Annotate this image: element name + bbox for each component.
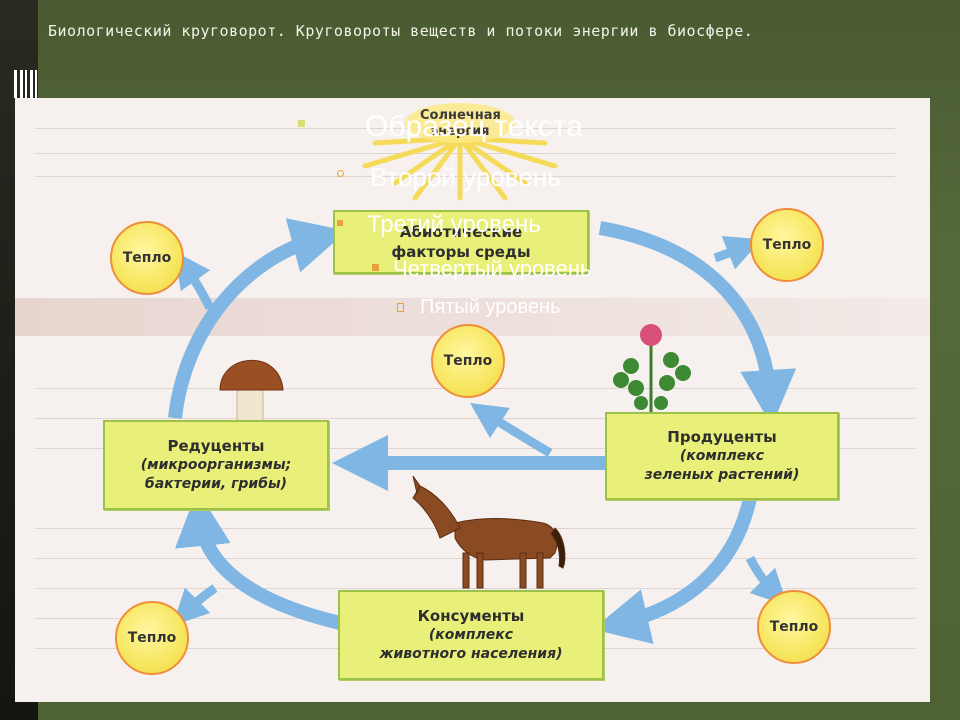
consumers-desc-line2: животного населения) [379, 646, 563, 662]
heat-circle-top-left: Тепло [110, 221, 184, 295]
consumers-box: Консументы (комплекс животного населения… [338, 590, 604, 680]
level2-bullet-icon [337, 170, 344, 177]
background-line [35, 448, 915, 449]
placeholder-level5: Пятый уровень [420, 296, 561, 318]
cycle-diagram [168, 103, 797, 644]
abiotic-line1: Абиотические [399, 223, 523, 241]
abiotic-line2: факторы среды [391, 243, 531, 261]
heat-circle-bottom-left: Тепло [115, 601, 189, 675]
producers-desc-line1: (комплекс [679, 448, 765, 464]
arrow-to-heat-top-left [174, 251, 215, 311]
arrow-to-heat-bottom-right [745, 555, 788, 606]
heat-circle-center: Тепло [431, 324, 505, 398]
producers-box: Продуценты (комплекс зеленых растений) [605, 412, 839, 500]
background-line [35, 153, 895, 154]
sun-energy-label: Солнечная энергия [420, 108, 501, 140]
abiotic-factors-box: Абиотические факторы среды [333, 210, 589, 274]
consumers-desc-line1: (комплекс [428, 627, 514, 643]
placeholder-level4: Четвертый уровень [393, 256, 592, 281]
reducers-title: Редуценты [167, 437, 265, 455]
heat-circle-bottom-right: Тепло [757, 590, 831, 664]
background-line [35, 558, 915, 559]
arrow-reducers-to-abiotic [168, 218, 348, 419]
level5-bullet-icon [397, 303, 404, 312]
arrow-abiotic-to-producers [598, 221, 797, 426]
sun-label-line1: Солнечная [420, 108, 501, 123]
mushroom-icon [219, 359, 284, 427]
reducers-desc-line2: бактерии, грибы) [144, 476, 288, 492]
producers-desc-line2: зеленых растений) [644, 467, 800, 483]
producers-title: Продуценты [667, 428, 777, 446]
level1-bullet-icon [298, 120, 305, 127]
background-line [35, 176, 895, 177]
placeholder-level2: Второй уровень [370, 162, 561, 192]
level3-bullet-icon [337, 220, 343, 226]
heat-circle-top-right: Тепло [750, 208, 824, 282]
reducers-desc-line1: (микроорганизмы; [140, 457, 292, 473]
decorative-lines-icon [14, 70, 40, 98]
cycle-arrows [168, 218, 797, 644]
arrow-consumers-to-reducers [174, 490, 342, 630]
arrow-to-heat-top-right [713, 235, 762, 270]
consumers-title: Консументы [417, 607, 525, 625]
placeholder-level1: Образец текста [365, 110, 583, 143]
sun-label-line2: энергия [430, 124, 490, 139]
arrow-to-heat-center [470, 403, 553, 457]
slide-title: Биологический круговорот. Круговороты ве… [48, 22, 754, 40]
sun-icon [362, 103, 558, 201]
level4-bullet-icon [372, 264, 379, 271]
arrow-to-heat-bottom-left [172, 584, 218, 626]
arrow-producers-to-consumers [592, 496, 757, 644]
placeholder-level3: Третий уровень [367, 211, 541, 238]
horse-icon [412, 475, 566, 589]
background-line [35, 588, 915, 589]
diagram-canvas: Солнечная энергия Абиотические факторы с… [15, 98, 930, 702]
heat-arrows [172, 235, 788, 626]
reducers-box: Редуценты (микроорганизмы; бактерии, гри… [103, 420, 329, 510]
clover-plant-icon [613, 324, 691, 418]
